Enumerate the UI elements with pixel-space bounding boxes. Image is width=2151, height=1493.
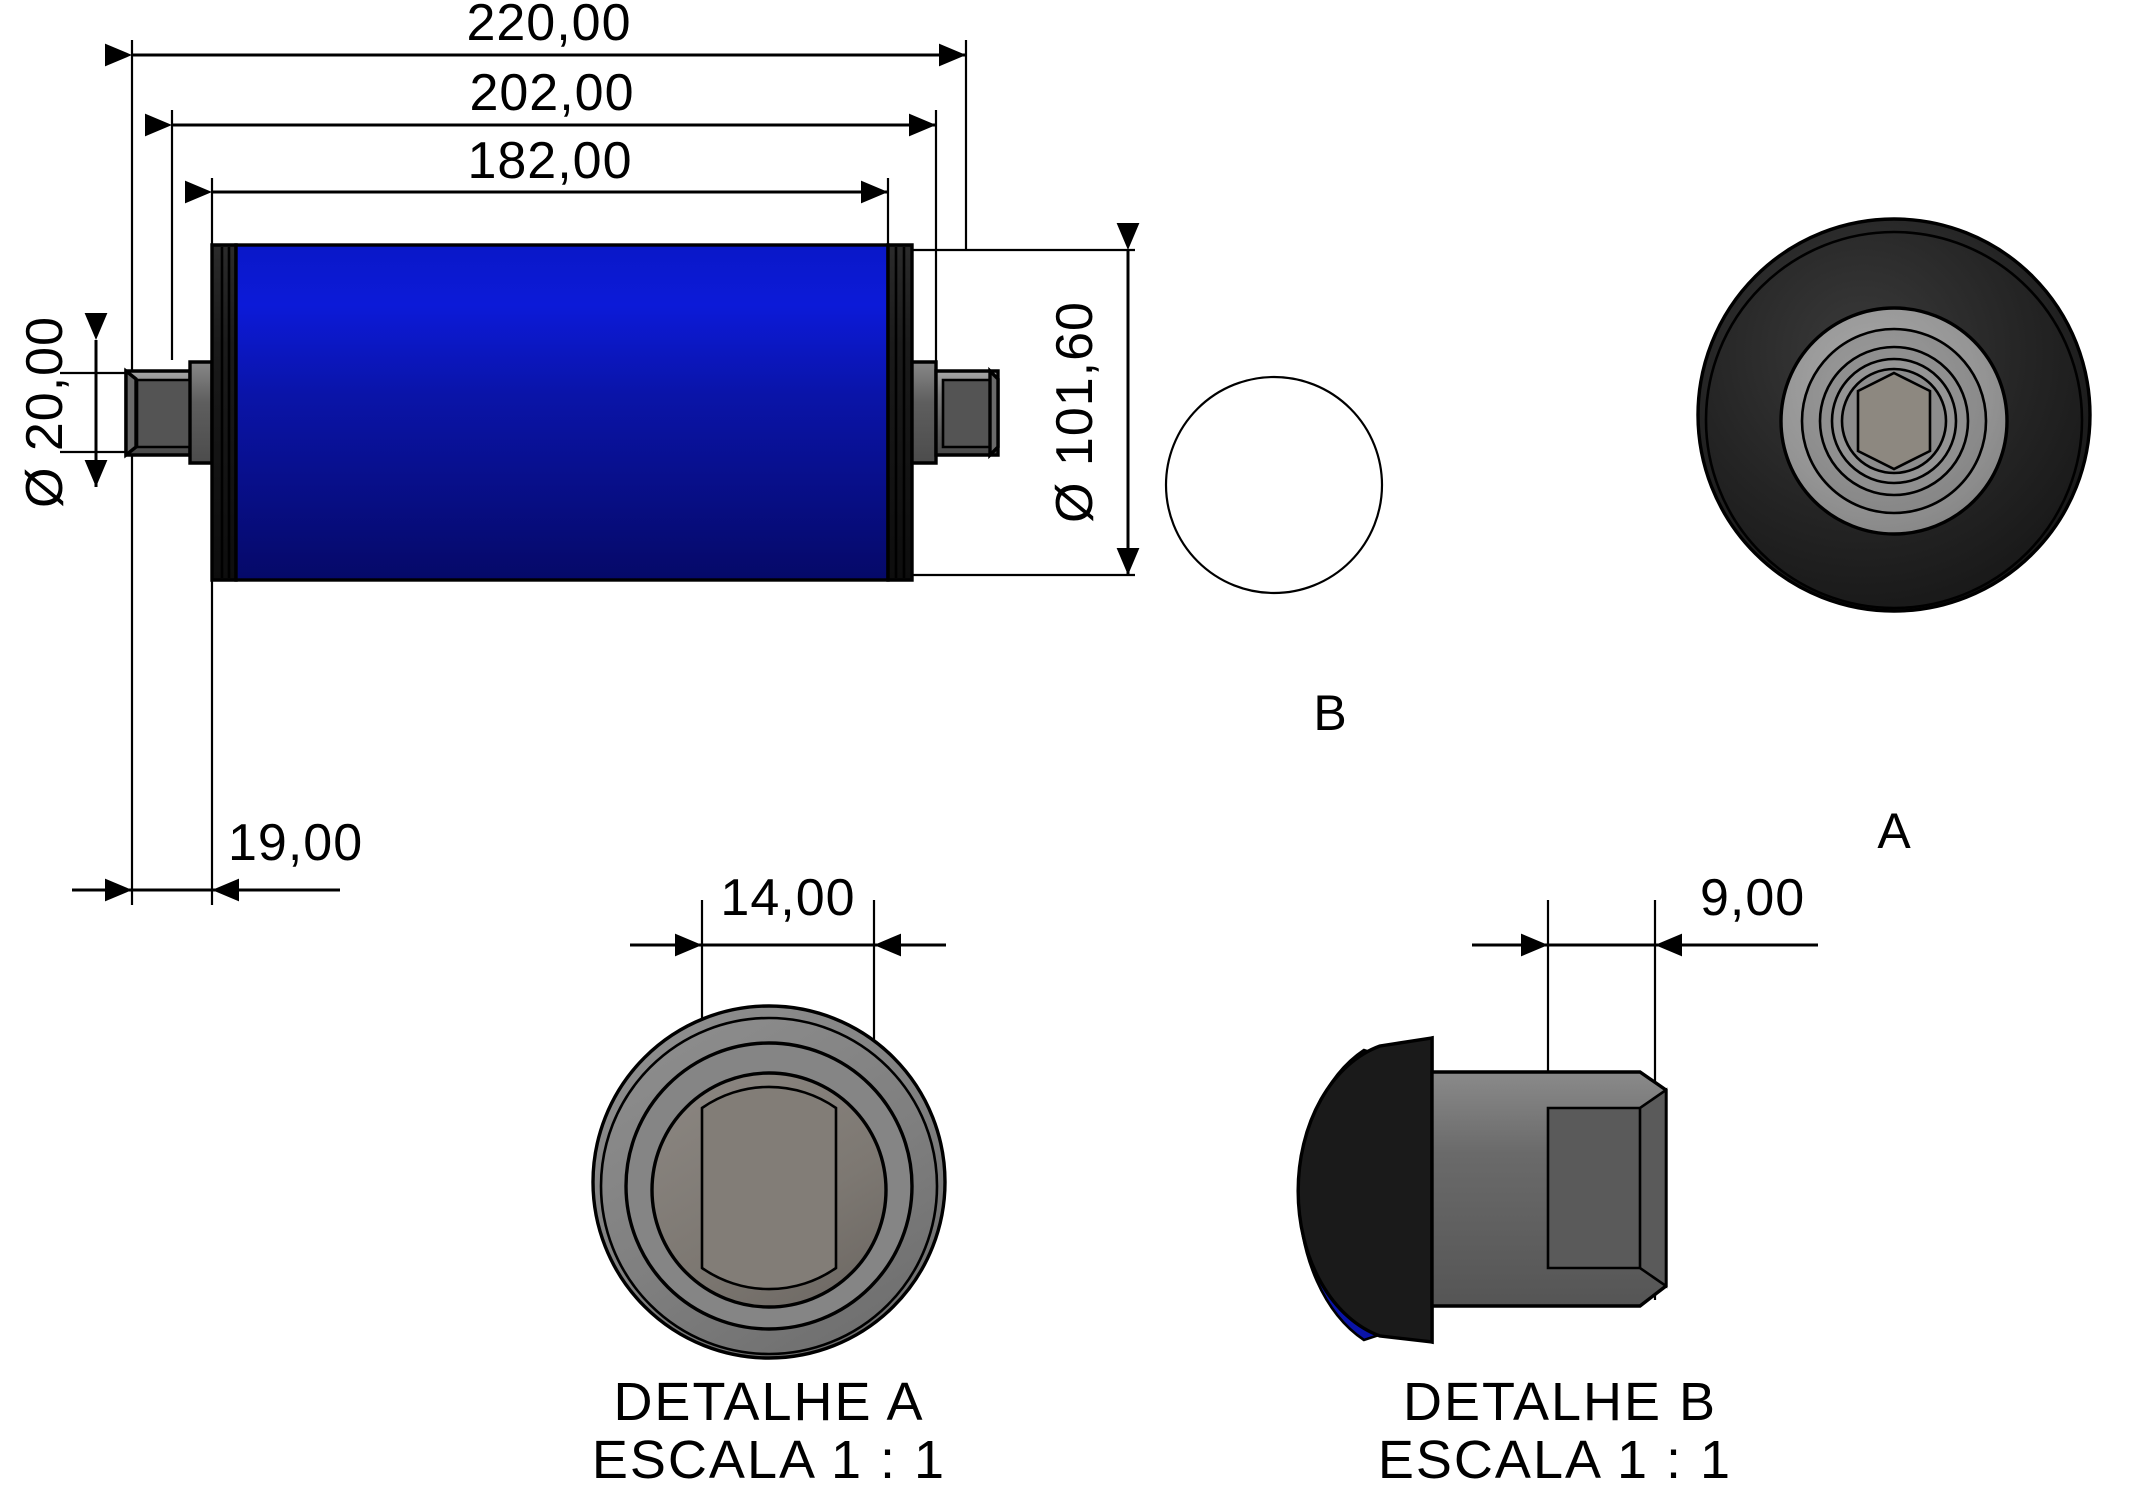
detail-a-scale: ESCALA 1 : 1 xyxy=(592,1430,946,1490)
dimension-roller-diameter: Ø 101,60 xyxy=(1046,223,1140,575)
detail-circle-b-label: B xyxy=(1313,685,1346,741)
dimension-220: 220,00 xyxy=(105,0,966,67)
roller-blue-body xyxy=(234,243,890,582)
end-view-a-label: A xyxy=(1877,803,1911,859)
dimension-9: 9,00 xyxy=(1472,869,1818,957)
detail-b-scale: ESCALA 1 : 1 xyxy=(1378,1430,1732,1490)
roller-main-view xyxy=(124,243,1000,582)
detail-b-view: DETALHE B ESCALA 1 : 1 xyxy=(1296,1035,1732,1490)
dimension-14: 14,00 xyxy=(630,869,946,957)
dimension-label-14: 14,00 xyxy=(720,869,855,927)
dimension-label-19: 19,00 xyxy=(228,814,363,872)
dimension-label-182: 182,00 xyxy=(467,132,632,190)
detail-a-view: DETALHE A ESCALA 1 : 1 xyxy=(591,1004,947,1490)
dimension-shaft-diameter: Ø 20,00 xyxy=(16,313,108,508)
end-view-a: A xyxy=(1696,217,2092,859)
dimension-label-220: 220,00 xyxy=(466,0,631,52)
dimension-label-shaft-diameter: Ø 20,00 xyxy=(16,316,74,508)
dimension-19: 19,00 xyxy=(72,814,363,902)
dimension-label-roller-diameter: Ø 101,60 xyxy=(1046,301,1104,523)
detail-b-title: DETALHE B xyxy=(1403,1372,1717,1432)
left-end-cap-band xyxy=(210,243,238,582)
dimension-202: 202,00 xyxy=(145,64,936,137)
detail-a-title: DETALHE A xyxy=(613,1372,924,1432)
detail-circle-b: B xyxy=(1164,375,1384,741)
right-end-cap-band xyxy=(886,243,914,582)
dimension-label-9: 9,00 xyxy=(1700,869,1805,927)
right-shaft-stub xyxy=(910,360,1000,465)
left-shaft-stub xyxy=(124,360,214,465)
dimension-182: 182,00 xyxy=(185,132,888,204)
dimension-label-202: 202,00 xyxy=(469,64,634,122)
